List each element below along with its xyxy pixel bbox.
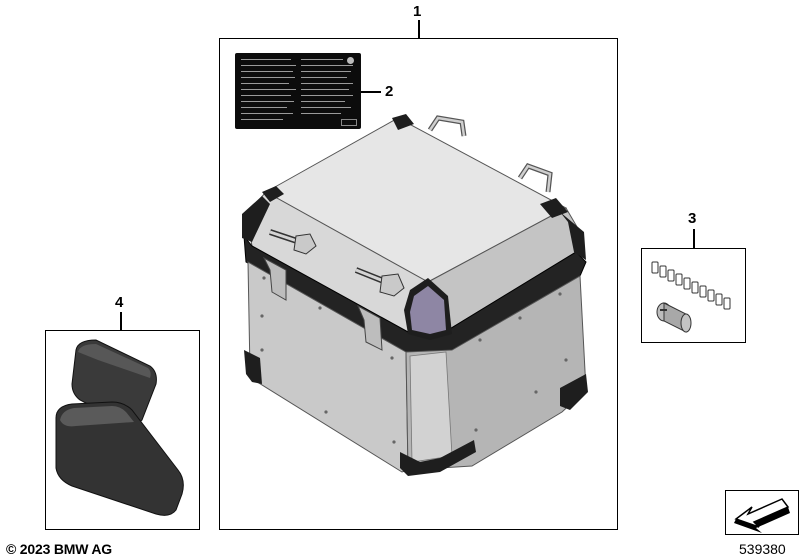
copyright-text: © 2023 BMW AG: [6, 541, 112, 557]
callout-3[interactable]: 3: [688, 210, 697, 227]
callout-3-leader: [693, 229, 695, 248]
navigation-arrow-box[interactable]: [725, 490, 799, 535]
callout-1-leader: [418, 20, 420, 38]
warning-label-sticker: [235, 53, 361, 129]
callout-4[interactable]: 4: [115, 294, 124, 311]
callout-2[interactable]: 2: [385, 83, 394, 100]
callout-4-leader: [120, 312, 122, 330]
arrow-down-left-icon: [734, 498, 790, 533]
callout-1[interactable]: 1: [413, 3, 422, 20]
diagram-number: 539380: [739, 541, 786, 557]
callout-2-leader: [361, 91, 381, 93]
